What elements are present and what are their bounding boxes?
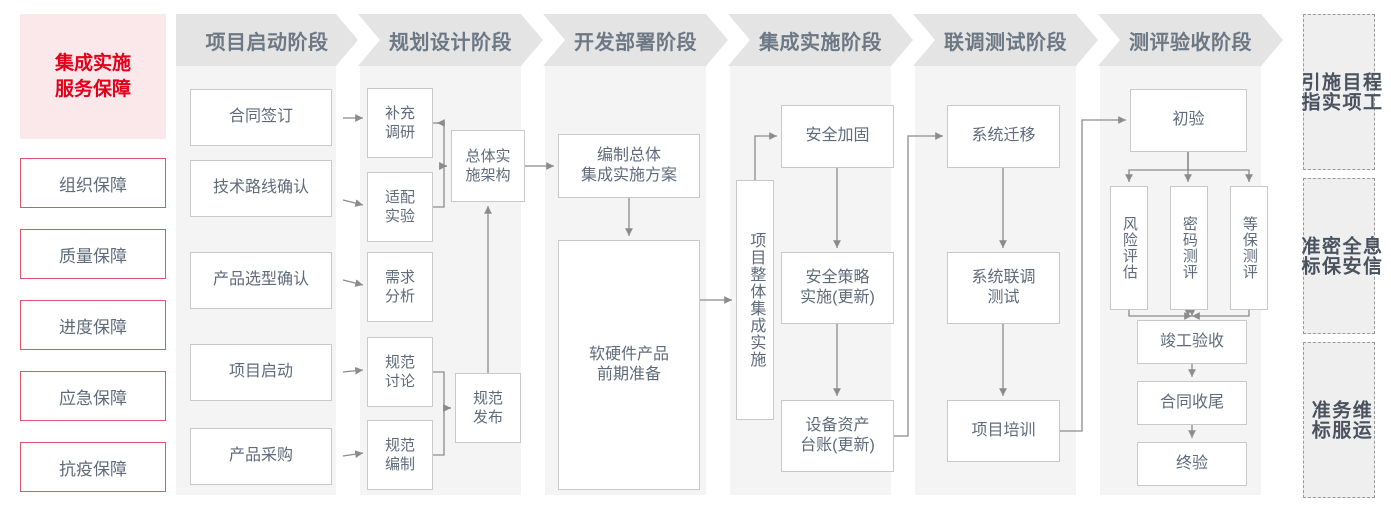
- node-adaptation-experiment[interactable]: 适配 实验: [367, 172, 433, 242]
- node-spec-release[interactable]: 规范 发布: [455, 373, 521, 443]
- left-item-quality[interactable]: 质量保障: [20, 229, 166, 279]
- node-product-procurement[interactable]: 产品采购: [190, 428, 332, 485]
- phase-header-2[interactable]: 规划设计阶段: [358, 14, 543, 66]
- node-overall-implementation-architecture[interactable]: 总体实 施架构: [451, 130, 525, 202]
- node-spec-discussion[interactable]: 规范 讨论: [367, 337, 433, 407]
- left-panel-header: 集成实施 服务保障: [20, 14, 166, 139]
- phase-header-6[interactable]: 测评验收阶段: [1098, 14, 1283, 66]
- node-risk-assessment[interactable]: 风险评估: [1110, 186, 1148, 310]
- left-item-emergency[interactable]: 应急保障: [20, 371, 166, 421]
- node-equipment-asset-ledger[interactable]: 设备资产 台账(更新): [781, 400, 894, 472]
- node-security-hardening[interactable]: 安全加固: [781, 105, 894, 168]
- node-draft-overall-integration-plan[interactable]: 编制总体 集成实施方案: [558, 134, 700, 198]
- node-contract-signing[interactable]: 合同签订: [190, 89, 332, 146]
- left-item-schedule[interactable]: 进度保障: [20, 300, 166, 350]
- phase-header-4[interactable]: 集成实施阶段: [728, 14, 913, 66]
- standard-box-ops-service-standard[interactable]: 维运 务服 准标: [1303, 342, 1375, 498]
- standard-label-infosec-standard: 息信 全安 密保 准标: [1298, 236, 1382, 276]
- node-hardware-software-preparation[interactable]: 软硬件产品 前期准备: [558, 240, 700, 490]
- phase-header-5[interactable]: 联调测试阶段: [913, 14, 1098, 66]
- phase-header-1[interactable]: 项目启动阶段: [176, 14, 358, 66]
- node-mlps-evaluation[interactable]: 等保测评: [1230, 186, 1268, 310]
- node-overall-project-integration[interactable]: 项目整体集成实施: [736, 180, 774, 420]
- standard-box-infosec-standard[interactable]: 息信 全安 密保 准标: [1298, 178, 1381, 334]
- node-system-migration[interactable]: 系统迁移: [947, 105, 1060, 168]
- node-contract-closeout[interactable]: 合同收尾: [1137, 381, 1247, 425]
- node-project-kickoff[interactable]: 项目启动: [190, 344, 332, 401]
- node-project-training[interactable]: 项目培训: [947, 400, 1060, 462]
- standard-box-engineering-guideline[interactable]: 程工 目项 施实 引指: [1298, 14, 1381, 170]
- node-cryptography-evaluation[interactable]: 密码测评: [1170, 186, 1208, 310]
- standard-label-engineering-guideline: 程工 目项 施实 引指: [1298, 72, 1382, 112]
- phase-header-3[interactable]: 开发部署阶段: [543, 14, 728, 66]
- node-completion-acceptance[interactable]: 竣工验收: [1137, 320, 1247, 364]
- left-item-epidemic[interactable]: 抗疫保障: [20, 442, 166, 492]
- node-initial-acceptance[interactable]: 初验: [1130, 89, 1247, 152]
- node-final-acceptance[interactable]: 终验: [1137, 442, 1247, 486]
- node-system-joint-test[interactable]: 系统联调 测试: [947, 252, 1060, 324]
- node-tech-route-confirm[interactable]: 技术路线确认: [190, 160, 332, 217]
- node-product-selection-confirm[interactable]: 产品选型确认: [190, 252, 332, 309]
- node-security-policy-implementation[interactable]: 安全策略 实施(更新): [781, 252, 894, 324]
- node-spec-drafting[interactable]: 规范 编制: [367, 420, 433, 490]
- node-requirement-analysis[interactable]: 需求 分析: [367, 252, 433, 322]
- node-supplementary-survey[interactable]: 补充 调研: [367, 88, 433, 158]
- standard-label-ops-service-standard: 维运 务服 准标: [1308, 400, 1371, 440]
- left-item-organization[interactable]: 组织保障: [20, 158, 166, 208]
